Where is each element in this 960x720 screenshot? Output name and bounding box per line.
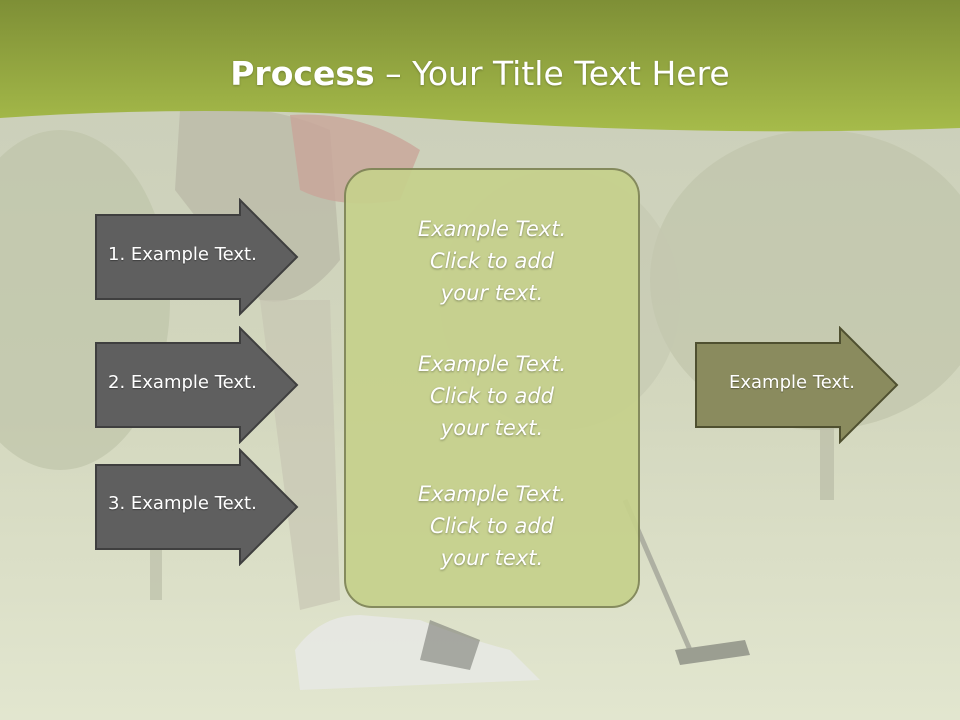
block-1-line-1: Example Text. — [417, 217, 567, 241]
arrow-label-2: 2. Example Text. — [108, 372, 257, 393]
center-text-box[interactable] — [344, 168, 640, 608]
block-2-line-1: Example Text. — [417, 352, 567, 376]
title-bold: Process — [230, 54, 375, 93]
arrow-shape-1[interactable] — [94, 198, 300, 316]
slide-title[interactable]: Process – Your Title Text Here — [0, 52, 960, 96]
block-3-line-1: Example Text. — [417, 482, 567, 506]
center-text-block-2[interactable]: Example Text. Click to add your text. — [344, 348, 640, 444]
arrow-label-1: 1. Example Text. — [108, 244, 257, 265]
arrow-label-3: 3. Example Text. — [108, 493, 257, 514]
block-3-line-2: Click to add — [429, 514, 554, 538]
right-arrow-shape[interactable] — [694, 326, 900, 444]
block-3-line-3: your text. — [440, 546, 544, 570]
arrow-shape-2[interactable] — [94, 326, 300, 444]
center-text-block-1[interactable]: Example Text. Click to add your text. — [344, 213, 640, 309]
block-2-line-3: your text. — [440, 416, 544, 440]
block-1-line-2: Click to add — [429, 249, 554, 273]
block-2-line-2: Click to add — [429, 384, 554, 408]
center-text-block-3[interactable]: Example Text. Click to add your text. — [344, 478, 640, 574]
title-rest: – Your Title Text Here — [374, 54, 730, 93]
right-arrow-label: Example Text. — [729, 372, 855, 393]
block-1-line-3: your text. — [440, 281, 544, 305]
arrow-shape-3[interactable] — [94, 448, 300, 566]
